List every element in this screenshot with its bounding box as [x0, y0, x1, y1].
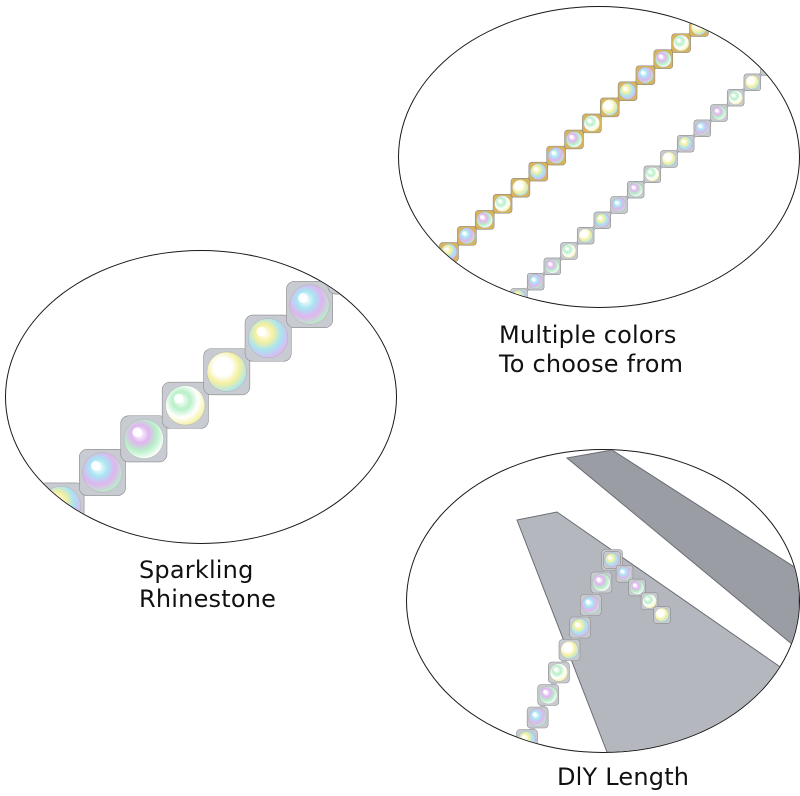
rhinestone [474, 210, 495, 230]
rhinestone [516, 729, 538, 751]
rhinestone [79, 449, 126, 496]
caption-line: Multiple colors [499, 321, 677, 349]
caption-line: DlY Length [557, 763, 690, 791]
rhinestone [327, 251, 375, 295]
rhinestone [726, 88, 745, 107]
rhinestone [689, 17, 709, 37]
rhinestone [643, 165, 662, 184]
rhinestone [543, 257, 562, 276]
caption-line: Sparkling [139, 556, 254, 584]
rhinestone [558, 639, 581, 661]
rhinestone [635, 65, 656, 85]
gold-silver-chains-photo [439, 17, 778, 306]
rhinestone [120, 415, 168, 463]
rhinestone [640, 592, 659, 610]
rhinestone [546, 145, 566, 166]
rhinestone [439, 242, 459, 262]
rhinestone [653, 606, 671, 624]
rhinestone [743, 73, 762, 92]
rhinestone [710, 104, 728, 122]
rhinestone [526, 706, 549, 729]
rhinestone [593, 211, 612, 230]
rhinestone [548, 661, 570, 684]
rhinestone [526, 272, 545, 291]
rhinestone [653, 49, 674, 69]
rhinestone [564, 129, 584, 150]
diy-length-caption: DlY Length [557, 763, 689, 792]
rhinestone [457, 226, 477, 246]
rhinestone [492, 194, 513, 214]
rhinestone [582, 113, 602, 134]
diy-length-panel [406, 449, 800, 753]
rhinestone [579, 594, 602, 616]
rhinestone [603, 551, 621, 569]
rhinestone [660, 150, 678, 168]
rhinestone [203, 348, 251, 396]
sparkling-rhinestone-panel [5, 250, 397, 544]
scissors-cutting-chain-photo [516, 450, 799, 752]
rhinestone [286, 281, 333, 328]
rhinestone [599, 97, 620, 118]
rhinestone-chain [439, 17, 709, 262]
caption-line: To choose from [499, 350, 684, 378]
rhinestone [628, 578, 646, 597]
rhinestone [161, 381, 209, 429]
rhinestone [615, 565, 634, 583]
rhinestone [510, 177, 531, 198]
rhinestone [510, 288, 528, 306]
rhinestone-closeup-photo [37, 251, 375, 530]
rhinestone [693, 119, 712, 138]
rhinestone [537, 684, 560, 706]
multiple-colors-caption: Multiple colors To choose from [499, 321, 683, 379]
rhinestone [576, 226, 595, 245]
rhinestone [760, 58, 778, 76]
sparkling-rhinestone-caption: Sparkling Rhinestone [139, 556, 276, 614]
rhinestone-chain [510, 58, 778, 306]
rhinestone [244, 314, 292, 362]
rhinestone [610, 196, 628, 214]
scissors [516, 450, 799, 752]
rhinestone [671, 33, 691, 53]
caption-line: Rhinestone [139, 585, 277, 613]
rhinestone [37, 482, 85, 530]
multiple-colors-panel [398, 6, 800, 308]
rhinestone-chain [516, 549, 623, 751]
rhinestone [560, 242, 578, 260]
rhinestone [528, 161, 549, 182]
rhinestone [676, 134, 695, 153]
rhinestone [590, 571, 613, 594]
rhinestone [626, 180, 645, 199]
rhinestone-chain [37, 251, 375, 530]
rhinestone-chain [603, 551, 671, 624]
rhinestone [569, 616, 591, 639]
rhinestone [617, 81, 638, 102]
